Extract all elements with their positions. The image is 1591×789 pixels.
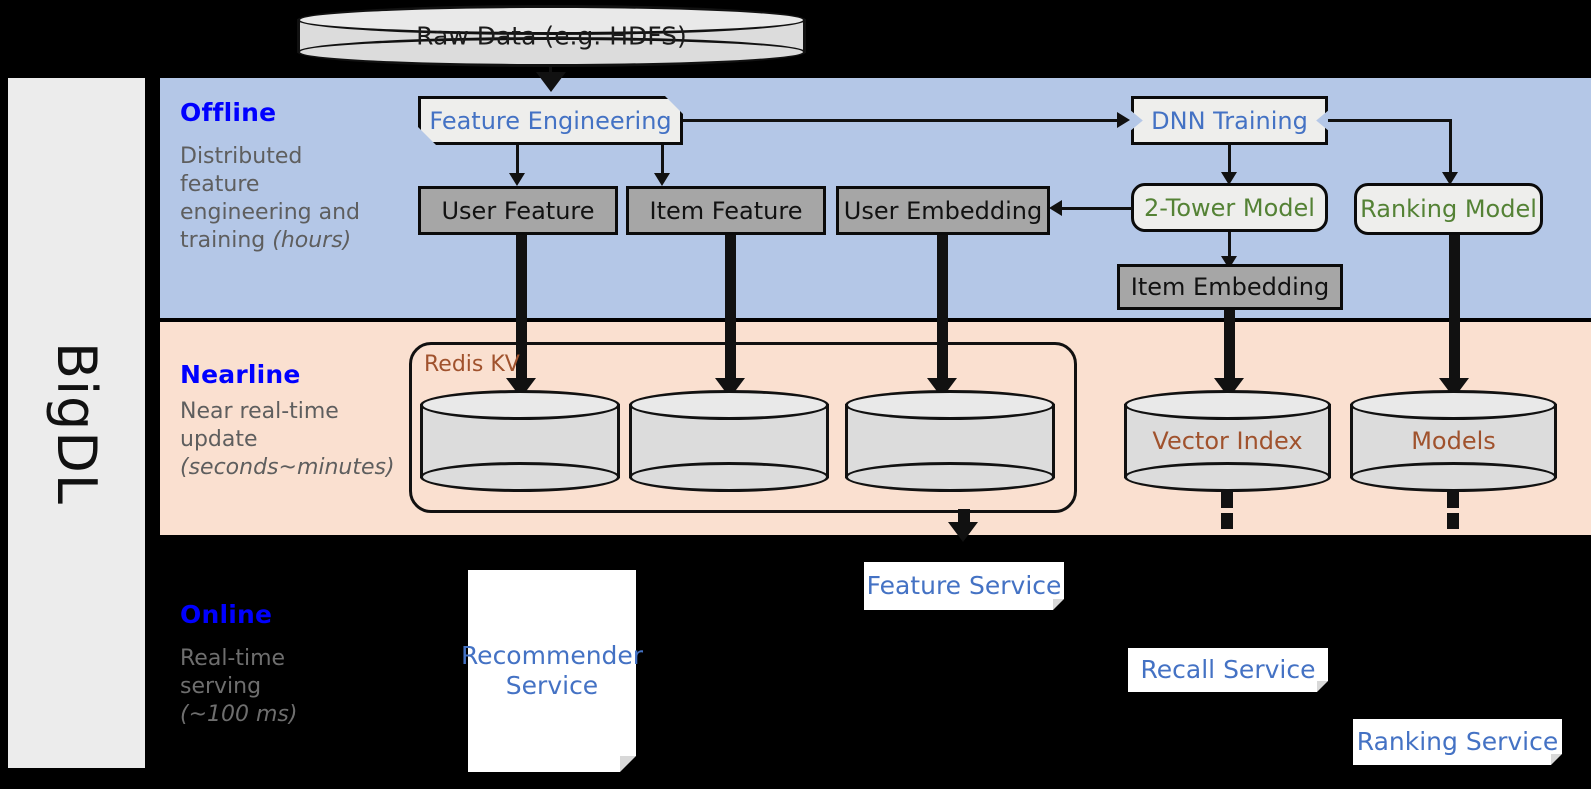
vector-index-label: Vector Index: [1152, 427, 1303, 455]
user-embedding-label: User Embedding: [843, 196, 1043, 225]
page-fold-icon: [1551, 754, 1562, 765]
bigdl-sidebar: BigDL: [8, 78, 145, 768]
offline-band-title: Offline: [180, 98, 277, 127]
kv-item-feature-cylinder[interactable]: [629, 390, 829, 492]
online-desc-line-2: serving: [180, 674, 262, 700]
recall-service-node[interactable]: Recall Service: [1128, 648, 1328, 692]
recommender-service-line-1: Recommender: [460, 641, 644, 670]
online-band-title: Online: [180, 600, 273, 629]
dnn-training-label: DNN Training: [1151, 106, 1308, 135]
arrow-fe-to-userfeature: [509, 173, 525, 186]
offline-desc-line-1: Distributed: [180, 144, 303, 169]
stub-vectorindex-a: [1221, 492, 1233, 508]
item-embedding-node[interactable]: Item Embedding: [1117, 264, 1343, 310]
offline-desc-line-3: engineering and: [180, 200, 361, 226]
conn-fe-to-itemfeature: [661, 145, 664, 177]
cylinder-bottom: [420, 462, 620, 492]
cylinder-top: [629, 390, 829, 420]
arrow-fe-to-itemfeature: [654, 173, 670, 186]
pipe-userfeature-to-kv: [516, 235, 527, 385]
feature-engineering-node[interactable]: Feature Engineering: [418, 96, 683, 145]
feature-service-node[interactable]: Feature Service: [864, 562, 1064, 610]
cylinder-bottom: [1350, 462, 1557, 492]
nearline-band-desc: Near real-time update (seconds~minutes): [180, 398, 395, 482]
kv-user-embedding-cylinder[interactable]: [845, 390, 1055, 492]
recall-service-label: Recall Service: [1140, 655, 1316, 684]
nearline-desc-line-3: (seconds~minutes): [180, 455, 395, 481]
arrow-redis-to-featureservice: [948, 522, 978, 542]
cylinder-top: [420, 390, 620, 420]
offline-desc-line-4-italic: (hours): [272, 228, 352, 254]
page-fold-icon: [1053, 599, 1064, 610]
arrow-twotower-to-useremb: [1049, 200, 1062, 216]
stub-redis-to-featureservice: [958, 509, 970, 525]
arrow-rawdata-to-fe: [536, 72, 566, 92]
offline-desc-line-2: feature: [180, 172, 260, 198]
item-feature-node[interactable]: Item Feature: [626, 186, 826, 235]
feature-engineering-label: Feature Engineering: [429, 106, 672, 135]
cylinder-bottom: [1124, 462, 1331, 492]
stub-models-b: [1447, 513, 1459, 529]
conn-twotower-to-itememb: [1228, 232, 1231, 260]
stub-vectorindex-b: [1221, 513, 1233, 529]
dnn-training-node[interactable]: DNN Training: [1131, 96, 1328, 145]
models-label: Models: [1411, 427, 1496, 455]
cylinder-top: [845, 390, 1055, 420]
nearline-desc-line-1: Near real-time: [180, 399, 339, 424]
conn-dnn-to-twotower: [1228, 145, 1231, 176]
page-fold-icon: [1317, 681, 1328, 692]
redis-kv-group: [409, 342, 1077, 513]
pipe-rankingmodel-to-models: [1449, 235, 1460, 385]
recommender-service-node[interactable]: Recommender Service: [461, 570, 643, 772]
redis-kv-label: Redis KV: [424, 352, 520, 377]
arrow-fe-to-dnn: [1117, 112, 1130, 128]
stub-models-a: [1447, 492, 1459, 508]
cylinder-top: [1124, 390, 1331, 420]
user-feature-label: User Feature: [441, 196, 595, 225]
item-embedding-label: Item Embedding: [1130, 273, 1330, 301]
recommender-service-text: Recommender Service: [461, 641, 643, 701]
user-embedding-node[interactable]: User Embedding: [836, 186, 1050, 235]
conn-twotower-to-useremb: [1062, 207, 1132, 210]
ranking-model-label: Ranking Model: [1360, 195, 1537, 223]
kv-user-feature-cylinder[interactable]: [420, 390, 620, 492]
cylinder-top: [1350, 390, 1557, 420]
page-fold-icon: [620, 756, 636, 772]
nearline-band-title: Nearline: [180, 360, 301, 389]
online-desc-line-3: (~100 ms): [180, 702, 298, 728]
two-tower-model-label: 2-Tower Model: [1144, 193, 1315, 222]
online-desc-line-1: Real-time: [180, 646, 286, 671]
ranking-service-node[interactable]: Ranking Service: [1353, 719, 1562, 765]
bigdl-label: BigDL: [45, 341, 108, 505]
cylinder-bottom: [629, 462, 829, 492]
pipe-useremb-to-kv: [937, 235, 948, 385]
pipe-itemfeature-to-kv: [725, 235, 736, 385]
offline-band-desc: Distributed feature engineering and trai…: [180, 143, 395, 256]
conn-fe-to-dnn: [683, 119, 1117, 122]
user-feature-node[interactable]: User Feature: [418, 186, 618, 235]
offline-desc-line-4: training: [180, 228, 273, 254]
online-band-desc: Real-time serving (~100 ms): [180, 645, 395, 729]
arrow-dnn-to-ranking: [1442, 172, 1458, 185]
ranking-model-node[interactable]: Ranking Model: [1354, 183, 1543, 235]
raw-data-label: Raw Data (e.g. HDFS): [416, 21, 687, 51]
cylinder-bottom: [845, 462, 1055, 492]
raw-data-cylinder: Raw Data (e.g. HDFS): [297, 5, 806, 67]
vector-index-cylinder[interactable]: Vector Index: [1124, 390, 1331, 492]
two-tower-model-node[interactable]: 2-Tower Model: [1131, 183, 1328, 232]
recommender-service-line-2: Service: [505, 671, 599, 700]
cylinder-top: [297, 5, 806, 35]
models-cylinder[interactable]: Models: [1350, 390, 1557, 492]
feature-service-label: Feature Service: [866, 571, 1062, 600]
pipe-itememb-to-vectorindex: [1224, 310, 1235, 385]
item-feature-label: Item Feature: [649, 196, 803, 225]
ranking-service-label: Ranking Service: [1356, 727, 1559, 756]
conn-dnn-to-ranking-h: [1328, 119, 1452, 122]
arrow-dnn-to-twotower: [1221, 172, 1237, 185]
conn-fe-to-userfeature: [516, 145, 519, 177]
nearline-desc-line-2: update: [180, 427, 258, 453]
conn-dnn-to-ranking-v: [1449, 119, 1452, 177]
